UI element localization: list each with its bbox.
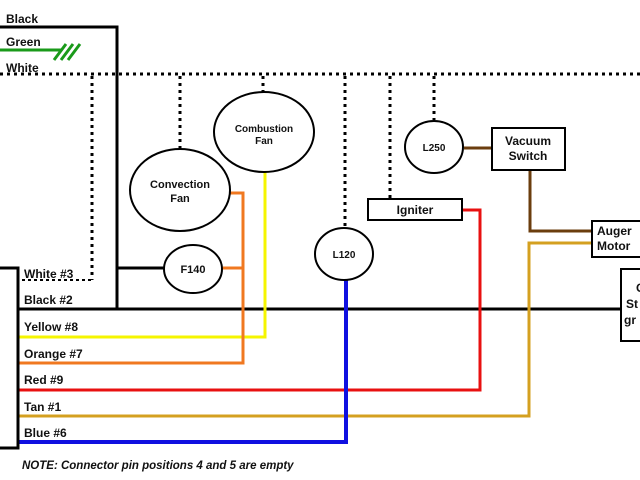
l120-label: L120: [333, 250, 356, 261]
auger-motor: [591, 220, 640, 258]
igniter: [367, 198, 463, 221]
yellow-wire: [18, 172, 267, 339]
f140-limit: [163, 244, 223, 294]
black-wire-top: [0, 25, 119, 309]
black-wire-label: Black: [6, 12, 38, 26]
vacuum-switch: [491, 127, 566, 171]
pin-label-orange-7: Orange #7: [24, 347, 83, 361]
pin-label-red-9: Red #9: [24, 373, 64, 387]
igniter-label: Igniter: [397, 203, 434, 217]
blue-wire: [18, 279, 348, 444]
auger-motor-label-1: Auger: [597, 224, 632, 238]
vacuum-switch-label-1: Vacuum: [505, 134, 551, 148]
control-board-label-3: gr: [624, 313, 636, 327]
orange-wire: [18, 191, 245, 365]
convection-fan: [129, 148, 231, 232]
pin-label-tan-1: Tan #1: [24, 400, 61, 414]
l120-limit: [314, 227, 374, 281]
black-wire: [0, 25, 620, 311]
combustion-fan-label-2: Fan: [255, 136, 273, 147]
red-wire: [18, 208, 482, 392]
white-wire-label: White: [6, 61, 39, 75]
brown-vacuum-auger: [528, 170, 595, 233]
green-ground-wire: [0, 43, 82, 61]
pin-label-white-3: White #3: [24, 267, 74, 281]
connector-note: NOTE: Connector pin positions 4 and 5 ar…: [22, 460, 294, 472]
pin-label-black-2: Black #2: [24, 293, 73, 307]
l250-label: L250: [423, 143, 446, 154]
control-board-label-1: C: [636, 281, 640, 295]
convection-fan-label-1: Convection: [150, 179, 210, 191]
auger-motor-label-2: Motor: [597, 239, 631, 253]
pin-label-yellow-8: Yellow #8: [24, 320, 78, 334]
control-board-partial: [620, 268, 640, 342]
combustion-fan-label-1: Combustion: [235, 124, 293, 135]
white-neutral-wires: [0, 72, 640, 280]
tan-wire: [18, 241, 595, 418]
combustion-fan: [213, 91, 315, 173]
vacuum-switch-label-2: Switch: [509, 149, 548, 163]
pin-label-blue-6: Blue #6: [24, 426, 67, 440]
connector-block: [0, 266, 20, 450]
l250-limit: [404, 120, 464, 174]
convection-fan-label-2: Fan: [170, 193, 190, 205]
control-board-label-2: St: [626, 297, 638, 311]
green-wire-label: Green: [6, 35, 41, 49]
f140-label: F140: [180, 264, 205, 276]
